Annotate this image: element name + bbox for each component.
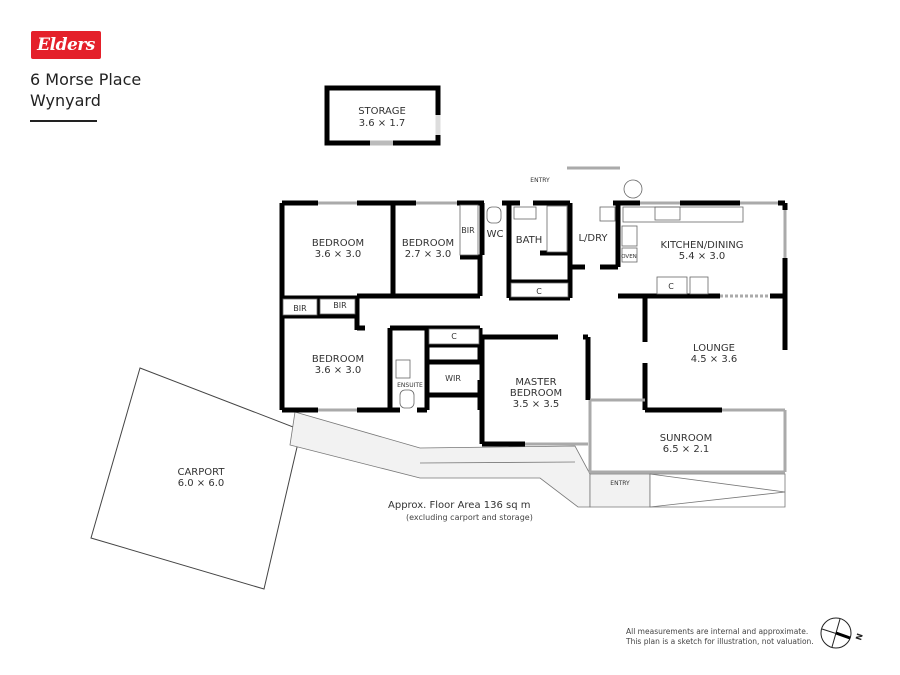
header-divider [30,120,97,122]
address-street: 6 Morse Place [30,70,142,89]
label-bir-1: BIR [461,226,475,235]
house-walls [279,200,788,447]
room-dims-kitchen: 5.4 × 3.0 [679,251,726,262]
room-dims-master: 3.5 × 3.5 [513,399,560,410]
room-name-bedroom-3: BEDROOM [312,354,364,365]
room-dims-lounge: 4.5 × 3.6 [691,354,738,365]
label-bir-3: BIR [333,301,347,310]
room-name-master: MASTER [515,377,556,388]
room-dims-bedroom-1: 3.6 × 3.0 [315,249,362,260]
windows [318,166,787,474]
room-name-lounge: LOUNGE [693,343,735,354]
label-cupboard-hall: C [451,332,457,341]
label-wc: WC [487,229,504,240]
room-name-storage: STORAGE [358,106,406,117]
deck-ramp [289,411,786,508]
address-suburb: Wynyard [30,91,101,110]
disclaimer-line-2: This plan is a sketch for illustration, … [626,637,814,646]
label-ensuite: ENSUITE [397,382,423,389]
label-bir-2: BIR [293,304,307,313]
room-name-sunroom: SUNROOM [660,433,712,444]
label-oven: OVEN [621,254,637,260]
room-dims-bedroom-2: 2.7 × 3.0 [405,249,452,260]
floor-area-note: (excluding carport and storage) [406,513,533,522]
north-compass-icon: N [820,617,865,649]
room-name-master-2: BEDROOM [510,388,562,399]
label-entry-top: ENTRY [530,177,550,184]
room-dims-storage: 3.6 × 1.7 [359,118,406,129]
room-dims-bedroom-3: 3.6 × 3.0 [315,365,362,376]
label-entry-bottom: ENTRY [610,480,630,487]
room-name-kitchen: KITCHEN/DINING [660,240,743,251]
compass-label: N [854,632,865,641]
label-cupboard-bath: C [536,287,542,296]
room-dims-carport: 6.0 × 6.0 [178,478,225,489]
label-bath: BATH [516,235,543,246]
fixtures [282,179,744,409]
label-wir: WIR [445,374,461,383]
room-dims-sunroom: 6.5 × 2.1 [663,444,710,455]
room-name-bedroom-1: BEDROOM [312,238,364,249]
room-name-carport: CARPORT [177,467,225,478]
disclaimer-line-1: All measurements are internal and approx… [626,627,809,636]
carport-outline [90,367,302,590]
storage-outline [324,85,441,146]
elders-logo: Elders [31,31,101,59]
label-cupboard-kitchen: C [668,282,674,291]
logo-text: Elders [37,35,95,55]
floor-area-text: Approx. Floor Area 136 sq m [388,500,531,511]
room-name-bedroom-2: BEDROOM [402,238,454,249]
label-laundry: L/DRY [578,233,608,244]
